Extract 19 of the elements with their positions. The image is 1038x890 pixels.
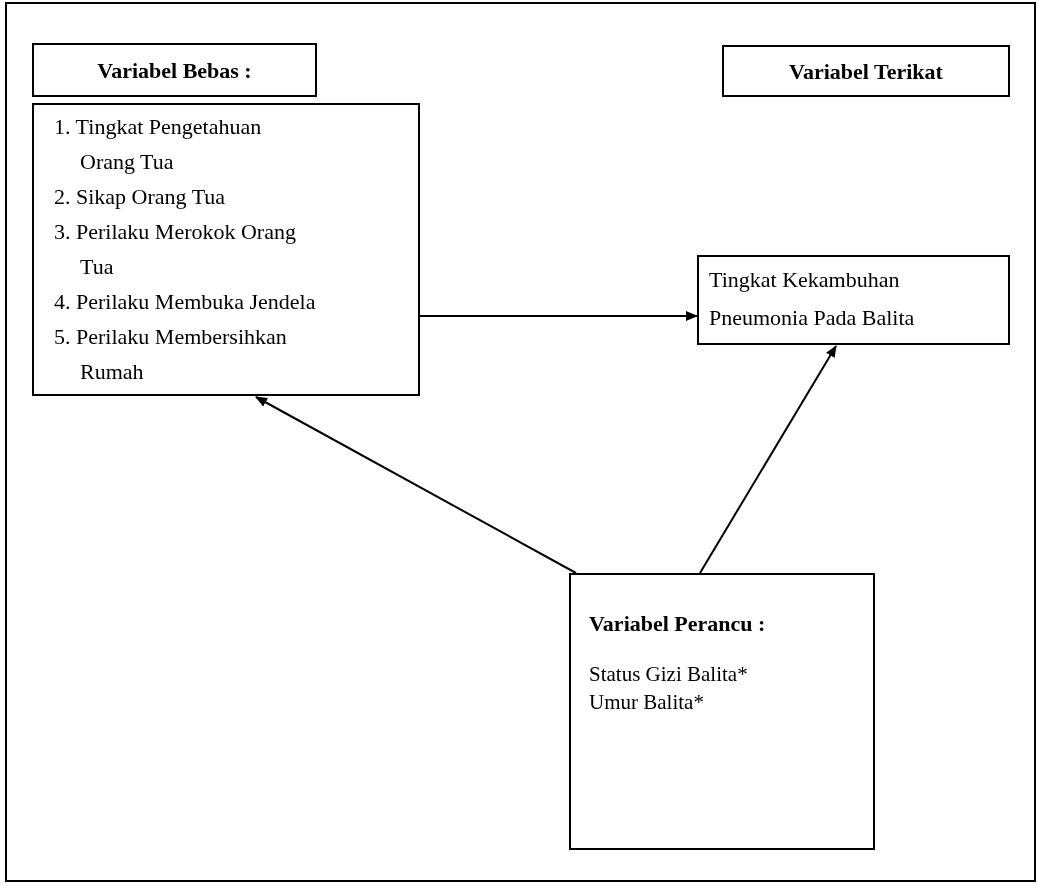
text-box (32, 103, 420, 396)
arrow (255, 396, 577, 574)
list-item: 5. Perilaku Membersihkan Rumah (54, 323, 288, 386)
heading-text: Variabel Terikat (789, 57, 943, 86)
heading-text: Variabel Bebas : (97, 56, 252, 85)
list-item: 1. Tingkat Pengetahuan Orang Tua (54, 113, 263, 176)
text-box (569, 573, 875, 850)
arrow (699, 345, 837, 574)
list-item: 4. Perilaku Membuka Jendela (54, 288, 316, 316)
list-item: 3. Perilaku Merokok Orang Tua (54, 218, 297, 281)
body-text: Status Gizi Balita* (589, 661, 749, 688)
text-box (697, 255, 1010, 345)
arrow (419, 311, 698, 321)
heading-box (32, 43, 317, 97)
list-item: 2. Sikap Orang Tua (54, 183, 227, 211)
body-text: Tingkat Kekambuhan Pneumonia Pada Balita (709, 266, 916, 332)
heading-box (722, 45, 1010, 97)
heading-text: Variabel Perancu : (589, 610, 767, 638)
body-text: Umur Balita* (589, 689, 705, 716)
